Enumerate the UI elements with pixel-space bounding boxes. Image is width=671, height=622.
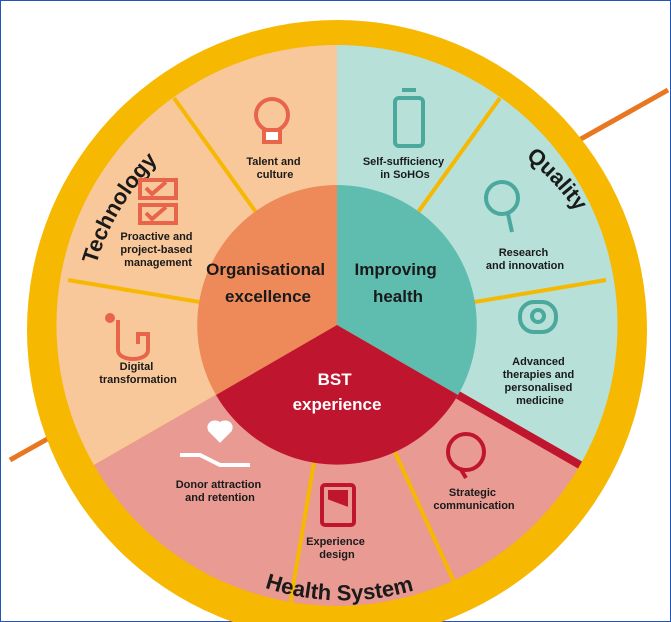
magnifier-icon xyxy=(484,180,520,233)
document-icon xyxy=(320,483,356,527)
segment-label-talent: Talent and culture xyxy=(246,156,303,181)
speech-bubble-icon xyxy=(446,432,486,480)
core-bst xyxy=(216,325,458,465)
core-organisational xyxy=(197,185,337,395)
core-label-organisational: Organisational excellence xyxy=(206,260,330,306)
segment-label-donor: Donor attraction and retention xyxy=(176,479,265,504)
segment-label-research: Research and innovation xyxy=(486,247,565,272)
segment-label-advanced: Advanced therapies and personalised medi… xyxy=(503,356,578,407)
heart-hand-icon xyxy=(180,420,250,467)
cell-icon xyxy=(518,300,558,334)
touch-hand-icon xyxy=(105,313,150,361)
red-edge xyxy=(456,391,582,469)
blood-bag-icon xyxy=(393,88,425,148)
segment-label-self-sufficiency: Self-sufficiency in SoHOs xyxy=(363,156,447,181)
segment-label-proactive: Proactive and project-based management xyxy=(120,231,195,269)
segment-label-experience: Experience design xyxy=(306,536,368,561)
segment-label-strategic: Strategic communication xyxy=(433,487,515,512)
segment-label-digital: Digital transformation xyxy=(99,361,177,386)
core-label-bst: BST experience xyxy=(293,370,382,414)
core-label-improving: Improving health xyxy=(355,260,442,306)
checklist-icon xyxy=(138,178,178,225)
lightbulb-icon xyxy=(254,97,290,144)
core-improving xyxy=(337,185,477,395)
